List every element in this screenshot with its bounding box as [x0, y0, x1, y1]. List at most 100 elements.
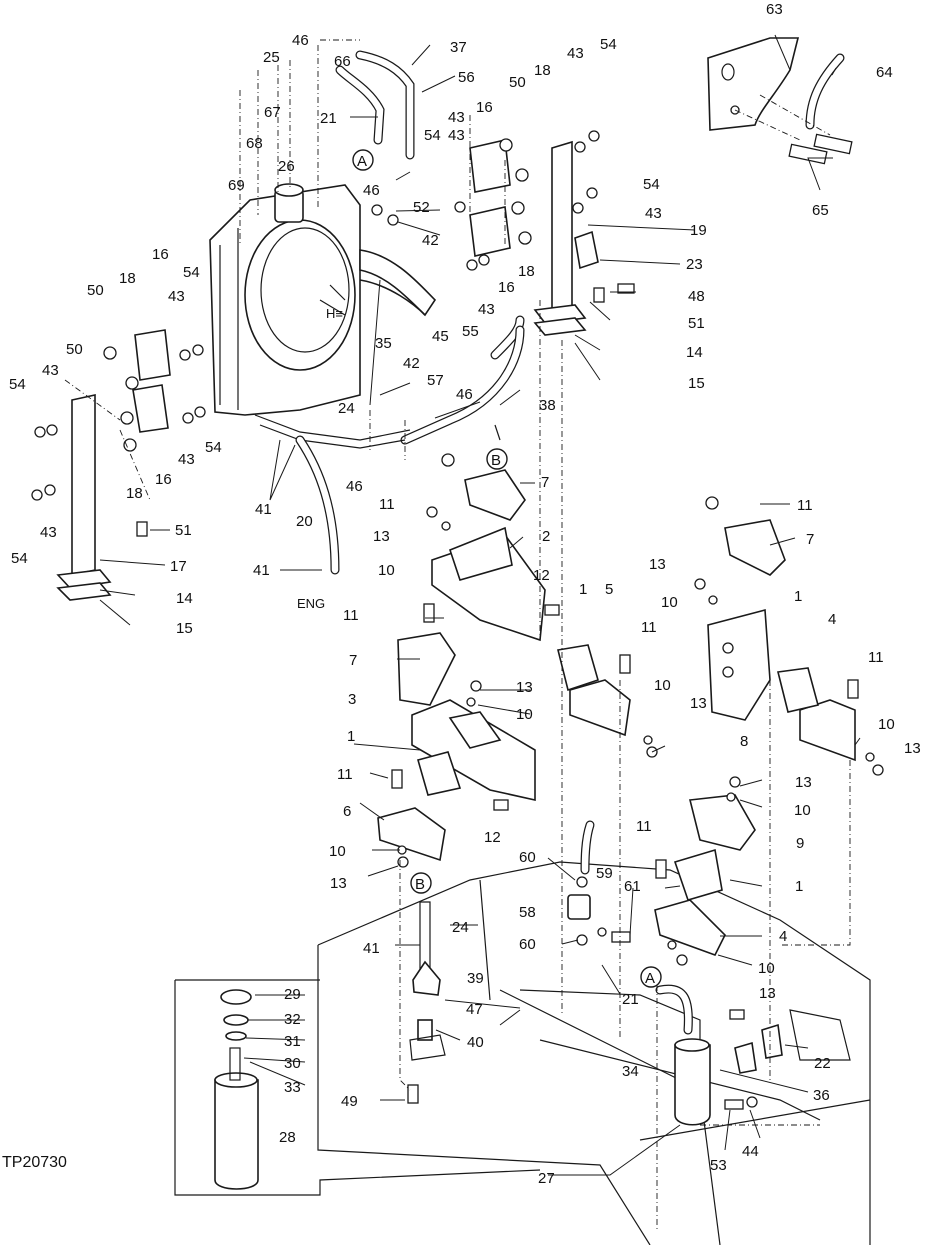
callout-13: 13 — [373, 528, 390, 545]
callout-25: 25 — [263, 49, 280, 66]
callout-1: 1 — [795, 878, 803, 895]
alignment-lines — [64, 39, 851, 1230]
callout-18: 18 — [534, 62, 551, 79]
eng-label: ENG — [297, 596, 325, 611]
callout-10: 10 — [661, 594, 678, 611]
callout-10: 10 — [378, 562, 395, 579]
callout-2: 2 — [542, 528, 550, 545]
callout-11: 11 — [868, 649, 884, 666]
callout-13: 13 — [516, 679, 533, 696]
callout-49: 49 — [341, 1093, 358, 1110]
callout-47: 47 — [466, 1001, 483, 1018]
callout-13: 13 — [904, 740, 921, 757]
callout-24: 24 — [452, 919, 469, 936]
callout-11: 11 — [343, 607, 359, 624]
callout-58: 58 — [519, 904, 536, 921]
leader-lines — [99, 34, 861, 1176]
callout-54: 54 — [11, 550, 28, 567]
callout-13: 13 — [795, 774, 812, 791]
callout-1: 1 — [794, 588, 802, 605]
callout-53: 53 — [710, 1157, 727, 1174]
callout-69: 69 — [228, 177, 245, 194]
callout-67: 67 — [264, 104, 281, 121]
hoses — [254, 50, 693, 1035]
callout-16: 16 — [152, 246, 169, 263]
callout-39: 39 — [467, 970, 484, 987]
callout-42: 42 — [403, 355, 420, 372]
callout-42: 42 — [422, 232, 439, 249]
callout-29: 29 — [284, 986, 301, 1003]
callout-31: 31 — [284, 1033, 301, 1050]
callout-60: 60 — [519, 936, 536, 953]
callout-13: 13 — [330, 875, 347, 892]
callout-10: 10 — [654, 677, 671, 694]
callout-21: 21 — [622, 991, 639, 1008]
right-stand — [371, 130, 635, 336]
callout-38: 38 — [539, 397, 556, 414]
callout-11: 11 — [641, 619, 657, 636]
lower-parts — [214, 876, 783, 1190]
callout-13: 13 — [759, 985, 776, 1002]
callout-20: 20 — [296, 513, 313, 530]
callout-26: 26 — [278, 158, 295, 175]
callout-66: 66 — [334, 53, 351, 70]
callout-43: 43 — [478, 301, 495, 318]
callout-40: 40 — [467, 1034, 484, 1051]
callout-11: 11 — [636, 818, 652, 835]
callout-7: 7 — [349, 652, 357, 669]
callout-24: 24 — [338, 400, 355, 417]
callout-46: 46 — [363, 182, 380, 199]
drawing-id: TP20730 — [2, 1154, 67, 1171]
callout-63: 63 — [766, 1, 783, 18]
callout-28: 28 — [279, 1129, 296, 1146]
callout-14: 14 — [176, 590, 193, 607]
callout-43: 43 — [645, 205, 662, 222]
callout-52: 52 — [413, 199, 430, 216]
callout-15: 15 — [176, 620, 193, 637]
callout-1: 1 — [579, 581, 587, 598]
connector-bubbles: A B B A — [352, 149, 662, 988]
callout-18: 18 — [126, 485, 143, 502]
callout-43: 43 — [448, 109, 465, 126]
callout-51: 51 — [688, 315, 705, 332]
callout-50: 50 — [87, 282, 104, 299]
left-stand — [31, 329, 206, 601]
callout-4: 4 — [779, 928, 787, 945]
callout-16: 16 — [498, 279, 515, 296]
callout-12: 12 — [484, 829, 501, 846]
callout-43: 43 — [168, 288, 185, 305]
callout-35: 35 — [375, 335, 392, 352]
callout-12: 12 — [533, 567, 550, 584]
callout-11: 11 — [797, 497, 813, 514]
callout-5: 5 — [605, 581, 613, 598]
callout-36: 36 — [813, 1087, 830, 1104]
callout-3: 3 — [348, 691, 356, 708]
callout-16: 16 — [155, 471, 172, 488]
callout-10: 10 — [329, 843, 346, 860]
callout-11: 11 — [337, 766, 353, 783]
callout-14: 14 — [686, 344, 703, 361]
connector-b-bottom: B — [415, 876, 425, 893]
callout-43: 43 — [178, 451, 195, 468]
callout-68: 68 — [246, 135, 263, 152]
callout-46: 46 — [346, 478, 363, 495]
callout-61: 61 — [624, 878, 641, 895]
callout-57: 57 — [427, 372, 444, 389]
callout-7: 7 — [541, 474, 549, 491]
callout-64: 64 — [876, 64, 893, 81]
callout-22: 22 — [814, 1055, 831, 1072]
callout-41: 41 — [255, 501, 272, 518]
machine-frame — [174, 861, 871, 1245]
connector-a-top: A — [357, 153, 367, 170]
callout-50: 50 — [66, 341, 83, 358]
callout-19: 19 — [690, 222, 707, 239]
callout-8: 8 — [740, 733, 748, 750]
connector-a-bottom: A — [645, 970, 655, 987]
radiator-assembly: H≡ — [209, 183, 437, 416]
engine-mounts — [377, 453, 884, 966]
callout-50: 50 — [509, 74, 526, 91]
callout-54: 54 — [183, 264, 200, 281]
callout-6: 6 — [343, 803, 351, 820]
callout-32: 32 — [284, 1011, 301, 1028]
